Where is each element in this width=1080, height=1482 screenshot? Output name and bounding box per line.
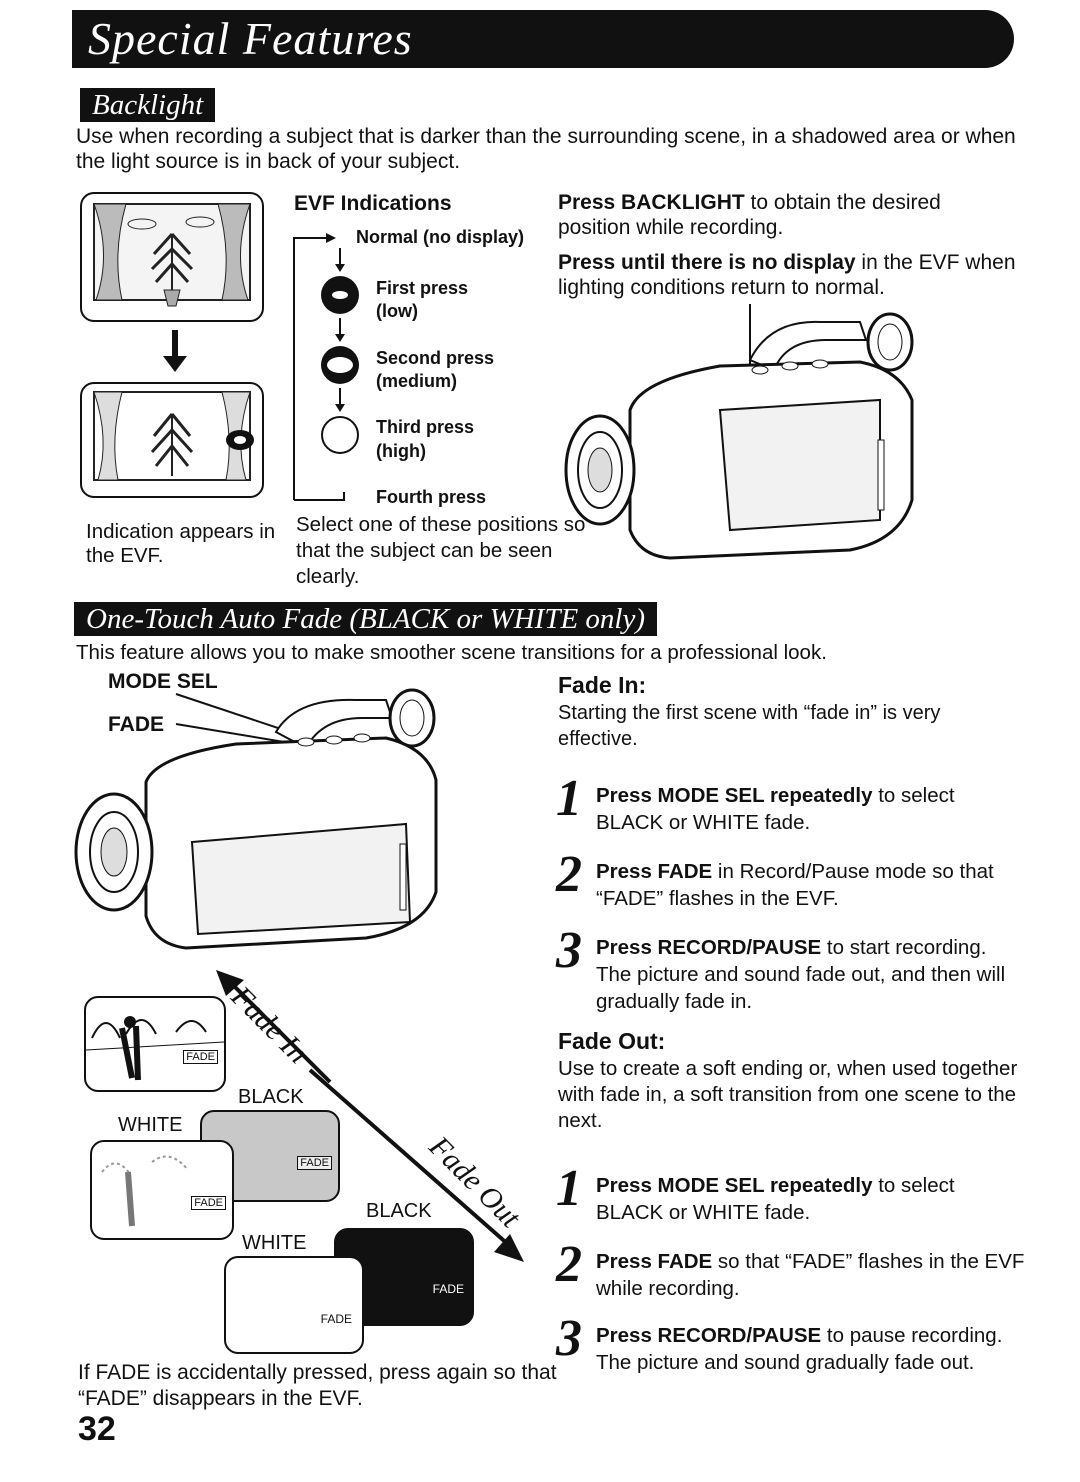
press-backlight-text: Press BACKLIGHT to obtain the desired po… xyxy=(558,190,1018,240)
step-number: 1 xyxy=(556,770,582,827)
backlight-section-tab: Backlight xyxy=(80,88,216,122)
fade-in-step-2: 2 Press FADE in Record/Pause mode so tha… xyxy=(556,849,1026,912)
fade-indicator: FADE xyxy=(191,1196,226,1210)
black-label-2: BLACK xyxy=(366,1200,432,1222)
accidental-press-note: If FADE is accidentally pressed, press a… xyxy=(78,1361,557,1410)
step-rest: to pause recording. The picture and soun… xyxy=(596,1324,1003,1374)
fade-out-step-2: 2 Press FADE so that “FADE” flashes in t… xyxy=(556,1239,1026,1302)
scene-illustration-backlight xyxy=(80,382,264,498)
press-backlight-bold: Press BACKLIGHT xyxy=(558,191,745,214)
fade-out-arrowhead-icon xyxy=(494,1234,524,1262)
fade-indicator: FADE xyxy=(432,1282,464,1296)
step-bold: Press FADE xyxy=(596,1250,713,1273)
step-number: 3 xyxy=(556,1310,582,1367)
fade-in-heading: Fade In: xyxy=(558,672,647,698)
curtain-window-scene-icon xyxy=(93,391,254,481)
fade-label: FADE xyxy=(108,713,165,736)
curtain-window-scene-icon xyxy=(93,203,251,307)
step-bold: Press MODE SEL repeatedly xyxy=(596,784,873,807)
step-rest: to start recording. The picture and soun… xyxy=(596,936,1006,1013)
fade-indicator: FADE xyxy=(320,1312,352,1326)
evf-first-level: (low) xyxy=(376,301,418,321)
evf-third-press: Third press xyxy=(376,417,475,437)
fade-indicator: FADE xyxy=(297,1156,332,1170)
mode-sel-label: MODE SEL xyxy=(108,670,218,693)
step-number: 2 xyxy=(556,1236,582,1293)
fade-out-intro: Use to create a soft ending or, when use… xyxy=(558,1057,1018,1132)
step-bold: Press RECORD/PAUSE xyxy=(596,1324,822,1347)
fade-indicator: FADE xyxy=(183,1050,218,1064)
press-until-rest: in the EVF when lighting conditions retu… xyxy=(558,251,1016,299)
step-bold: Press RECORD/PAUSE xyxy=(596,936,822,959)
fade-in-intro: Starting the first scene with “fade in” … xyxy=(558,702,941,750)
fade-section-tab: One-Touch Auto Fade (BLACK or WHITE only… xyxy=(74,602,658,636)
golf-scene-icon xyxy=(85,1016,225,1081)
fade-out-step-3: 3 Press RECORD/PAUSE to pause recording.… xyxy=(556,1313,1026,1376)
page-title: Special Features xyxy=(72,10,1014,68)
step-bold: Press MODE SEL repeatedly xyxy=(596,1174,873,1197)
evf-fourth-press: Fourth press xyxy=(376,487,487,507)
evf-first-press: First press xyxy=(376,278,469,298)
select-instructions: Select one of these positions so that th… xyxy=(296,513,586,588)
fade-in-step-3: 3 Press RECORD/PAUSE to start recording.… xyxy=(556,925,1026,1015)
evf-sequence-diagram xyxy=(293,233,359,501)
press-until-text: Press until there is no display in the E… xyxy=(558,250,1018,300)
evf-second-press: Second press xyxy=(376,348,495,368)
black-label-1: BLACK xyxy=(238,1086,304,1108)
step-rest: to select BLACK or WHITE fade. xyxy=(596,1174,955,1224)
step-rest: in Record/Pause mode so that “FADE” flas… xyxy=(596,860,994,910)
step-rest: to select BLACK or WHITE fade. xyxy=(596,784,955,834)
indication-caption: Indication appears in the EVF. xyxy=(86,520,276,567)
scene-illustration-normal xyxy=(80,192,264,322)
fade-thumb-normal: FADE xyxy=(84,996,226,1092)
down-arrow-icon xyxy=(163,330,187,372)
press-backlight-rest: to obtain the desired position while rec… xyxy=(558,191,941,239)
white-label-1: WHITE xyxy=(118,1114,183,1136)
fade-out-heading: Fade Out: xyxy=(558,1028,666,1054)
step-number: 2 xyxy=(556,846,582,903)
fade-thumb-white-full: FADE xyxy=(224,1256,364,1354)
white-label-2: WHITE xyxy=(242,1232,307,1254)
camcorder-fade-illustration xyxy=(74,688,438,950)
fade-in-step-1: 1 Press MODE SEL repeatedly to select BL… xyxy=(556,773,1026,836)
fade-out-step-1: 1 Press MODE SEL repeatedly to select BL… xyxy=(556,1163,1026,1226)
golf-scene-faded-icon xyxy=(101,1155,189,1227)
fade-intro: This feature allows you to make smoother… xyxy=(76,641,827,664)
step-number: 1 xyxy=(556,1160,582,1217)
fade-in-arrowhead-icon xyxy=(216,970,244,996)
backlight-intro: Use when recording a subject that is dar… xyxy=(76,125,1016,173)
evf-normal: Normal (no display) xyxy=(356,227,525,247)
fade-arrows-diagram xyxy=(216,970,524,1262)
evf-indications-title: EVF Indications xyxy=(294,192,452,215)
backlight-high-icon xyxy=(321,416,359,454)
evf-second-level: (medium) xyxy=(376,371,457,391)
press-until-bold: Press until there is no display xyxy=(558,251,856,274)
evf-third-level: (high) xyxy=(376,441,426,461)
step-bold: Press FADE xyxy=(596,860,713,883)
step-number: 3 xyxy=(556,922,582,979)
step-rest: so that “FADE” flashes in the EVF while … xyxy=(596,1250,1025,1300)
camcorder-illustration xyxy=(564,304,914,560)
page-number: 32 xyxy=(78,1410,116,1448)
fade-thumb-white-mid: FADE xyxy=(90,1140,234,1240)
